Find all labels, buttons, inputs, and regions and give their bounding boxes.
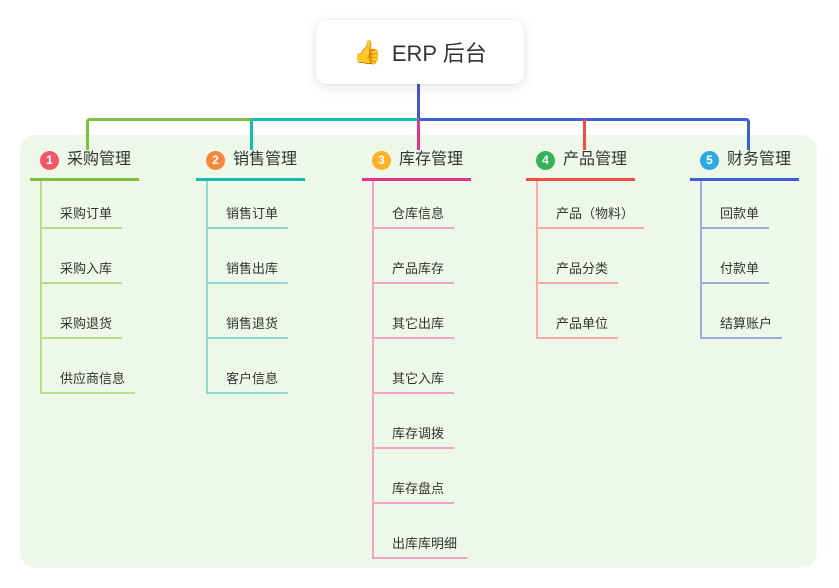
branches-background-panel [20,135,817,568]
branch-children: 销售订单 销售出库 销售退货 客户信息 [206,181,305,394]
root-stem-line [417,84,420,120]
branch-number-badge: 1 [40,150,59,170]
branch-inventory-management: 3 库存管理 仓库信息 产品库存 其它出库 其它入库 库存调拨 库存盘点 出库库… [362,146,472,559]
child-node[interactable]: 库存调拨 [372,394,455,449]
child-label: 采购退货 [60,316,113,331]
child-label: 其它入库 [392,371,445,386]
child-node[interactable]: 库存盘点 [372,449,455,504]
child-label: 付款单 [720,261,760,276]
thumbs-up-icon: 👍 [353,38,382,65]
child-label: 采购入库 [60,261,113,276]
child-label: 销售退货 [226,316,279,331]
branch-label: 采购管理 [67,151,132,168]
connector-branch-1 [86,118,252,150]
child-node[interactable]: 产品库存 [372,229,455,284]
child-node[interactable]: 供应商信息 [40,339,136,394]
child-node[interactable]: 出库库明细 [372,504,468,559]
connector-branch-3 [417,119,420,150]
child-node[interactable]: 仓库信息 [372,181,455,229]
branch-label: 产品管理 [563,151,628,168]
child-node[interactable]: 回款单 [700,181,770,229]
child-node[interactable]: 产品单位 [536,284,619,339]
branch-number-badge: 4 [536,150,555,170]
child-node[interactable]: 销售订单 [206,181,289,229]
branch-sales-management: 2 销售管理 销售订单 销售出库 销售退货 客户信息 [196,146,306,394]
child-label: 仓库信息 [392,206,445,221]
child-label: 产品分类 [556,261,609,276]
connector-branch-2 [250,118,419,150]
child-label: 产品单位 [556,316,609,331]
child-label: 库存盘点 [392,481,445,496]
child-node[interactable]: 产品分类 [536,229,619,284]
child-label: 产品（物料） [556,206,635,221]
connector-branch-4 [583,119,586,150]
branch-label: 财务管理 [727,151,792,168]
child-label: 结算账户 [720,316,773,331]
child-node[interactable]: 其它出库 [372,284,455,339]
child-label: 采购订单 [60,206,113,221]
child-node[interactable]: 客户信息 [206,339,289,394]
child-node[interactable]: 销售退货 [206,284,289,339]
child-label: 其它出库 [392,316,445,331]
child-label: 回款单 [720,206,760,221]
child-label: 供应商信息 [60,371,126,386]
branch-node[interactable]: 3 库存管理 [362,146,472,181]
branch-children: 产品（物料） 产品分类 产品单位 [536,181,645,339]
branch-purchase-management: 1 采购管理 采购订单 采购入库 采购退货 供应商信息 [30,146,140,394]
child-label: 客户信息 [226,371,279,386]
branch-product-management: 4 产品管理 产品（物料） 产品分类 产品单位 [526,146,645,339]
child-node[interactable]: 采购入库 [40,229,123,284]
branch-label: 库存管理 [399,151,464,168]
branch-finance-management: 5 财务管理 回款单 付款单 结算账户 [690,146,800,339]
child-node[interactable]: 结算账户 [700,284,783,339]
child-label: 产品库存 [392,261,445,276]
child-label: 出库库明细 [392,536,458,551]
branch-node[interactable]: 4 产品管理 [526,146,636,181]
child-node[interactable]: 产品（物料） [536,181,645,229]
branch-number-badge: 3 [372,150,391,170]
branch-number-badge: 5 [700,150,719,170]
branch-children: 采购订单 采购入库 采购退货 供应商信息 [40,181,139,394]
branch-label: 销售管理 [233,151,298,168]
child-node[interactable]: 采购订单 [40,181,123,229]
branch-number-badge: 2 [206,150,225,170]
child-label: 销售订单 [226,206,279,221]
root-node-label: ERP 后台 [391,41,487,66]
child-node[interactable]: 销售出库 [206,229,289,284]
branch-node[interactable]: 5 财务管理 [690,146,800,181]
branch-node[interactable]: 1 采购管理 [30,146,140,181]
root-node[interactable]: 👍 ERP 后台 [316,20,524,84]
branch-children: 仓库信息 产品库存 其它出库 其它入库 库存调拨 库存盘点 出库库明细 [372,181,471,559]
child-label: 销售出库 [226,261,279,276]
branch-children: 回款单 付款单 结算账户 [700,181,799,339]
child-label: 库存调拨 [392,426,445,441]
child-node[interactable]: 采购退货 [40,284,123,339]
child-node[interactable]: 其它入库 [372,339,455,394]
child-node[interactable]: 付款单 [700,229,770,284]
branch-node[interactable]: 2 销售管理 [196,146,306,181]
